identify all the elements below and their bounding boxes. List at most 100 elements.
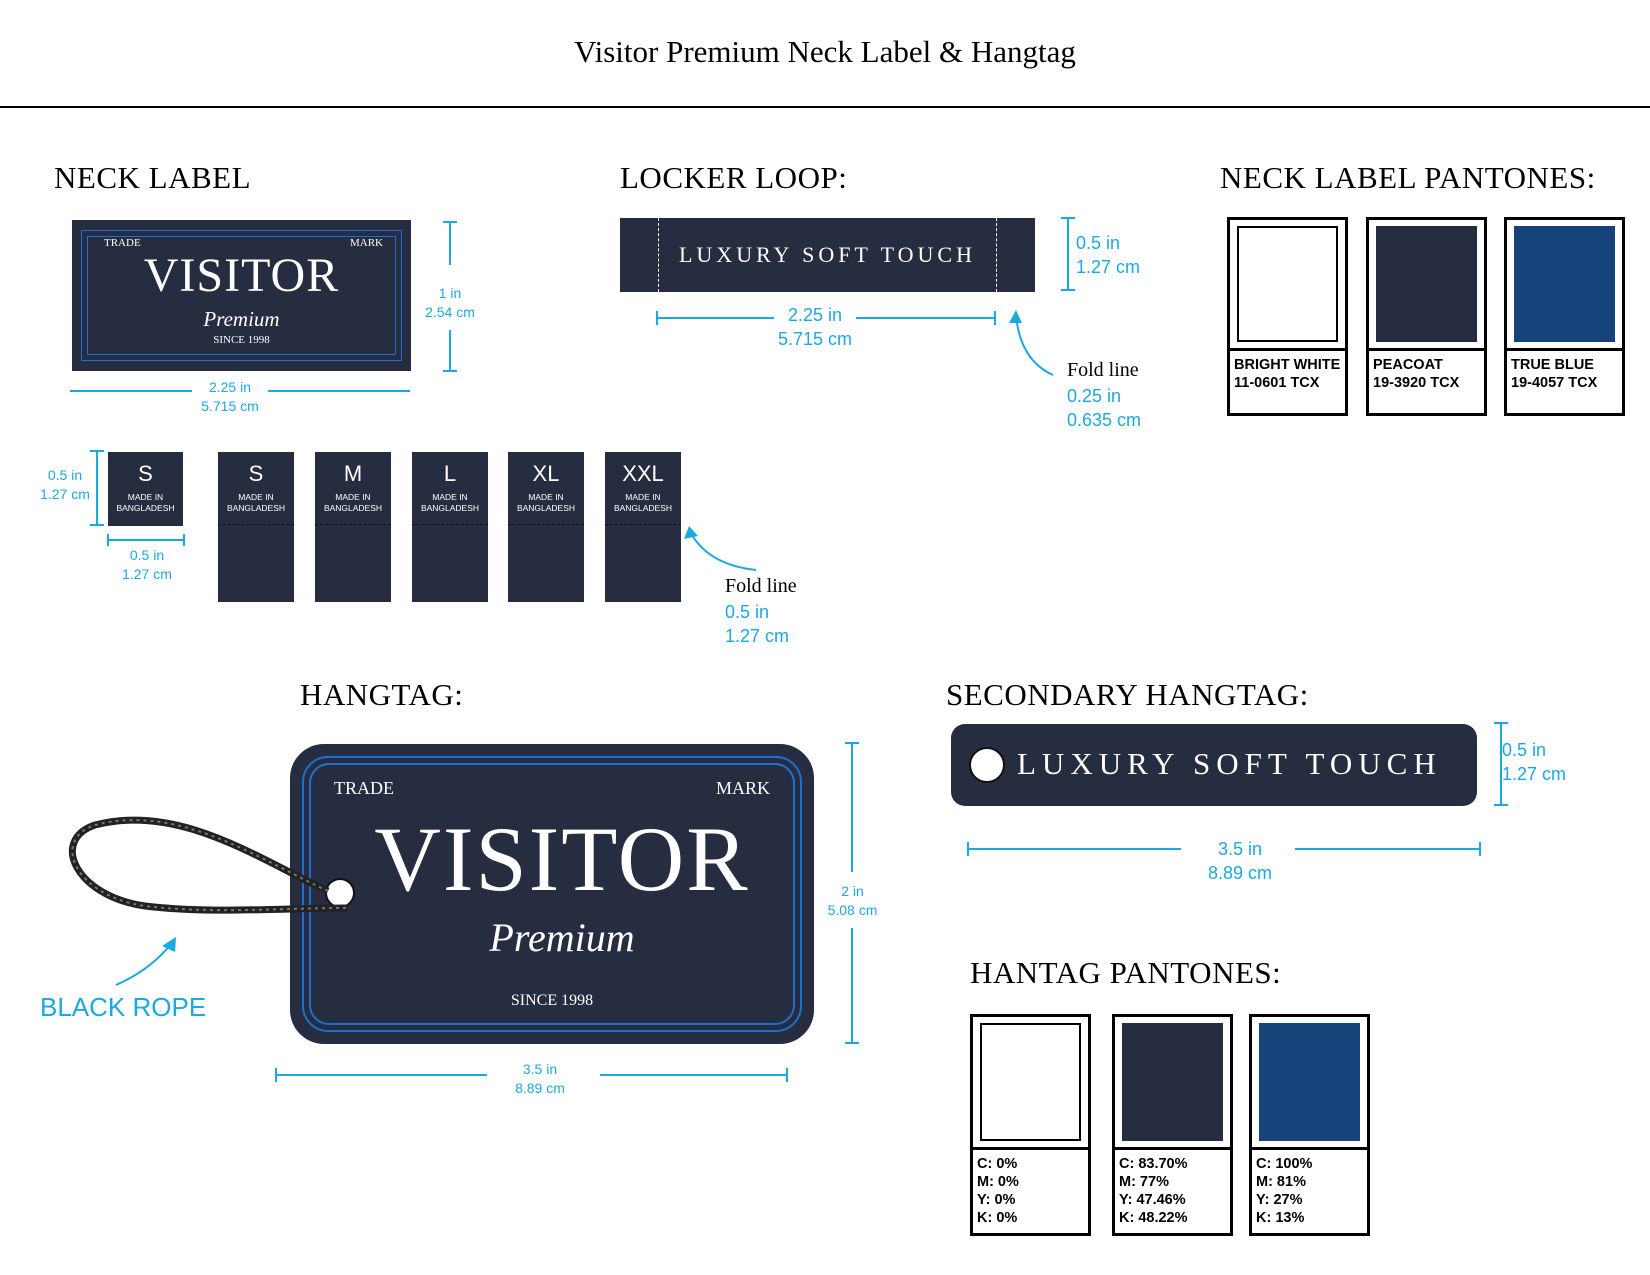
secondary-width-line-left	[967, 848, 1181, 850]
hangtag-height-dimension: 2 in 5.08 cm	[815, 882, 890, 920]
cmyk-swatch-divider	[1115, 1147, 1230, 1150]
secondary-height-line	[1500, 722, 1502, 806]
size-height-dimension: 0.5 in 1.27 cm	[30, 466, 100, 504]
size-height-tick-top	[90, 450, 104, 452]
secondary-hangtag: LUXURY SOFT TOUCH	[951, 724, 1477, 806]
size-code: S	[248, 461, 264, 486]
hangtag-height-in: 2 in	[841, 883, 864, 899]
neck-height-line-top	[449, 221, 451, 265]
hangtag-brand: VISITOR	[374, 808, 750, 910]
size-width-tick-right	[183, 534, 185, 546]
size-made-in: MADE IN	[625, 492, 661, 502]
size-fold-line	[508, 524, 584, 525]
size-width-line	[107, 539, 185, 541]
size-made-in: MADE IN	[432, 492, 468, 502]
hangtag-width-dimension: 3.5 in 8.89 cm	[495, 1060, 585, 1098]
neck-label-brand: VISITOR	[143, 249, 340, 302]
hangtag-height-line-bottom	[851, 928, 853, 1044]
neck-height-in: 1 in	[438, 285, 462, 301]
hangtag: TRADE MARK VISITOR Premium SINCE 1998	[290, 744, 814, 1044]
locker-width-dimension: 2.25 in 5.715 cm	[760, 303, 870, 352]
neck-width-line-right	[268, 390, 410, 392]
size-made-in: MADE IN	[335, 492, 371, 502]
locker-height-dimension: 0.5 in 1.27 cm	[1076, 231, 1140, 280]
locker-fold-arrow-icon	[1009, 310, 1054, 376]
secondary-width-tick-left	[967, 842, 969, 856]
pantone-swatch-color	[1514, 226, 1615, 342]
locker-width-tick-left	[656, 311, 658, 325]
pantone-swatch-peacoat: PEACOAT 19-3920 TCX	[1366, 217, 1487, 416]
size-fold-line	[412, 524, 488, 525]
locker-height-tick-bottom	[1061, 289, 1075, 291]
locker-width-line-right	[856, 317, 996, 319]
size-fold-line	[218, 524, 294, 525]
cmyk-swatch-navy: C: 83.70% M: 77% Y: 47.46% K: 48.22%	[1112, 1014, 1233, 1236]
pantone-swatch-color	[1376, 226, 1477, 342]
size-width-in: 0.5 in	[129, 547, 165, 563]
size-country: BANGLADESH	[116, 503, 175, 513]
neck-height-tick-bottom	[443, 370, 457, 372]
cmyk-m: M: 0%	[977, 1174, 1019, 1190]
locker-fold-in: 0.25 in	[1067, 386, 1122, 406]
locker-loop-fold-right	[996, 218, 997, 292]
secondary-height-tick-top	[1494, 722, 1508, 724]
locker-loop-heading: LOCKER LOOP:	[620, 160, 848, 195]
page-title: Visitor Premium Neck Label & Hangtag	[574, 34, 1076, 69]
cmyk-swatch-color	[980, 1023, 1081, 1141]
pantone-name: TRUE BLUE	[1511, 357, 1594, 373]
cmyk-m: M: 77%	[1119, 1174, 1169, 1190]
neck-label-outer-border	[81, 230, 402, 361]
hangtag-pantones-heading: HANTAG PANTONES:	[970, 955, 1282, 990]
pantone-name: BRIGHT WHITE	[1234, 357, 1341, 373]
size-width-tick-left	[107, 534, 109, 546]
size-country: BANGLADESH	[613, 503, 673, 513]
size-country: BANGLADESH	[226, 503, 286, 513]
cmyk-k: K: 13%	[1256, 1210, 1305, 1226]
title-divider	[0, 106, 1650, 108]
cmyk-c: C: 100%	[1256, 1156, 1313, 1172]
cmyk-y: Y: 0%	[977, 1192, 1016, 1208]
pantone-swatch-divider	[1369, 348, 1484, 351]
size-width-cm: 1.27 cm	[122, 565, 172, 582]
size-height-cm: 1.27 cm	[40, 485, 90, 502]
hangtag-width-line-left	[275, 1074, 487, 1076]
size-fold-in: 0.5 in	[725, 602, 770, 622]
size-label-s: S MADE IN BANGLADESH	[218, 452, 294, 602]
size-height-in: 0.5 in	[47, 467, 83, 483]
size-code: XXL	[622, 461, 664, 486]
cmyk-swatch-divider	[973, 1147, 1088, 1150]
size-height-line	[96, 450, 98, 526]
hangtag-width-cm: 8.89 cm	[515, 1079, 565, 1096]
locker-loop-label: LUXURY SOFT TOUCH	[620, 218, 1035, 292]
locker-width-in: 2.25 in	[787, 305, 843, 325]
pantone-code: 19-3920 TCX	[1373, 375, 1460, 391]
hangtag-script: Premium	[489, 915, 635, 960]
neck-label-inner-border	[87, 236, 396, 355]
neck-width-dimension: 2.25 in 5.715 cm	[180, 378, 280, 416]
size-fold-dimension: 0.5 in 1.27 cm	[725, 600, 789, 649]
secondary-width-line-right	[1295, 848, 1481, 850]
hangtag-height-cm: 5.08 cm	[827, 901, 878, 918]
secondary-height-in: 0.5 in	[1502, 740, 1547, 760]
size-label-xxl: XXL MADE IN BANGLADESH	[605, 452, 681, 602]
size-code: M	[343, 461, 363, 486]
secondary-height-tick-bottom	[1494, 804, 1508, 806]
size-made-in: MADE IN	[528, 492, 564, 502]
secondary-width-tick-right	[1479, 842, 1481, 856]
hangtag-mark: MARK	[715, 778, 770, 798]
hangtag-height-tick-bottom	[845, 1042, 859, 1044]
pantone-code: 11-0601 TCX	[1234, 375, 1320, 391]
size-code: XL	[532, 461, 560, 486]
size-label-xl: XL MADE IN BANGLADESH	[508, 452, 584, 602]
size-fold-arrow-icon	[684, 526, 757, 571]
rope-arrow-icon	[115, 937, 176, 986]
cmyk-m: M: 81%	[1256, 1174, 1306, 1190]
size-code: S	[138, 461, 153, 486]
hangtag-height-tick-top	[845, 742, 859, 744]
neck-label-script: Premium	[203, 307, 280, 331]
size-label-folded: S MADE IN BANGLADESH	[108, 452, 183, 526]
black-rope-icon	[68, 816, 349, 914]
neck-label-heading: NECK LABEL	[54, 160, 252, 195]
size-label-m: M MADE IN BANGLADESH	[315, 452, 391, 602]
cmyk-swatch-blue: C: 100% M: 81% Y: 27% K: 13%	[1249, 1014, 1370, 1236]
